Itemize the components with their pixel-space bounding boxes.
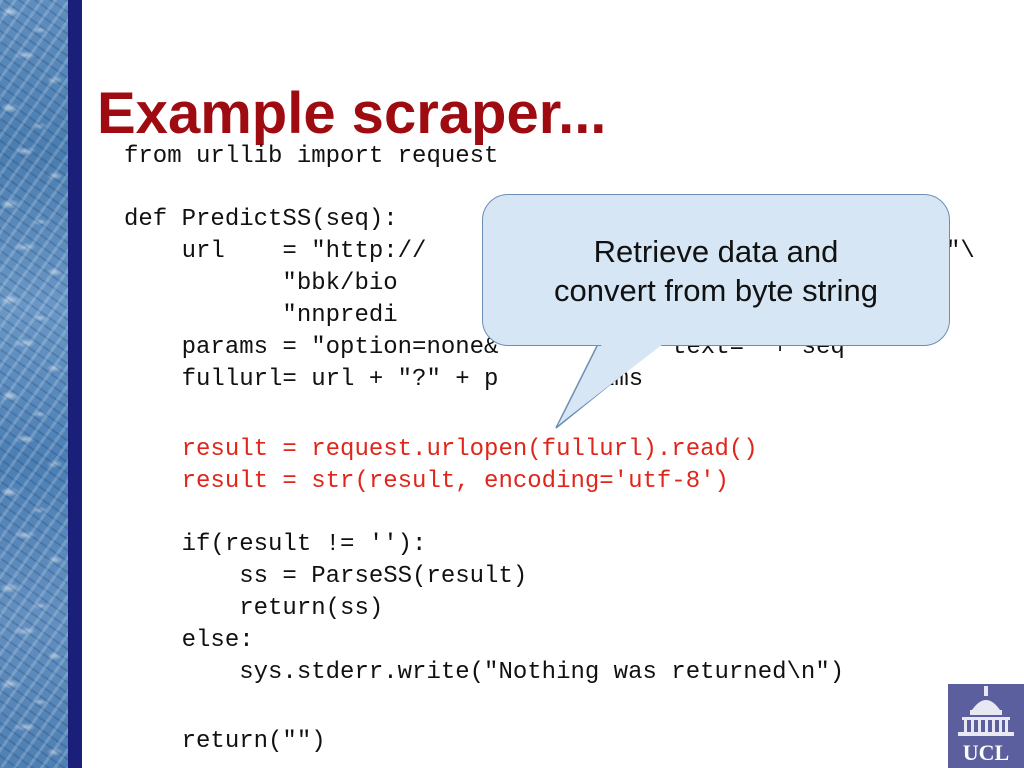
code-line-url-2: "bbk/bio bbox=[124, 270, 398, 297]
code-line-params: params = "option=none& bbox=[124, 334, 499, 361]
callout-line-2: convert from byte string bbox=[554, 273, 878, 308]
code-line-decode: result = str(result, encoding='utf-8') bbox=[124, 468, 729, 495]
code-line-def: def PredictSS(seq): bbox=[124, 206, 398, 233]
code-line-stderr: sys.stderr.write("Nothing was returned\n… bbox=[124, 659, 845, 686]
code-line-url-3: "nnpredi bbox=[124, 302, 398, 329]
callout-line-1: Retrieve data and bbox=[593, 234, 839, 269]
code-line-parse: ss = ParseSS(result) bbox=[124, 563, 528, 590]
water-texture-strip bbox=[0, 0, 68, 768]
code-line-return-ss: return(ss) bbox=[124, 595, 384, 622]
code-line-else: else: bbox=[124, 627, 254, 654]
navy-divider-bar bbox=[68, 0, 82, 768]
code-line-url-tail: "\ bbox=[946, 238, 975, 265]
slide-title: Example scraper... bbox=[97, 81, 607, 146]
code-line-import: from urllib import request bbox=[124, 143, 499, 170]
callout-text: Retrieve data and convert from byte stri… bbox=[482, 232, 950, 310]
ucl-logo: UCL bbox=[948, 684, 1024, 768]
code-line-urlopen: result = request.urlopen(fullurl).read() bbox=[124, 436, 758, 463]
code-line-url: url = "http:// bbox=[124, 238, 427, 265]
callout-bubble bbox=[482, 194, 950, 346]
ucl-logo-text: UCL bbox=[963, 740, 1009, 765]
code-line-fullurl-tail: ams bbox=[600, 366, 644, 393]
code-line-if: if(result != ''): bbox=[124, 531, 427, 558]
code-line-return-empty: return("") bbox=[124, 728, 326, 755]
code-line-fullurl: fullurl= url + "?" + p bbox=[124, 366, 499, 393]
